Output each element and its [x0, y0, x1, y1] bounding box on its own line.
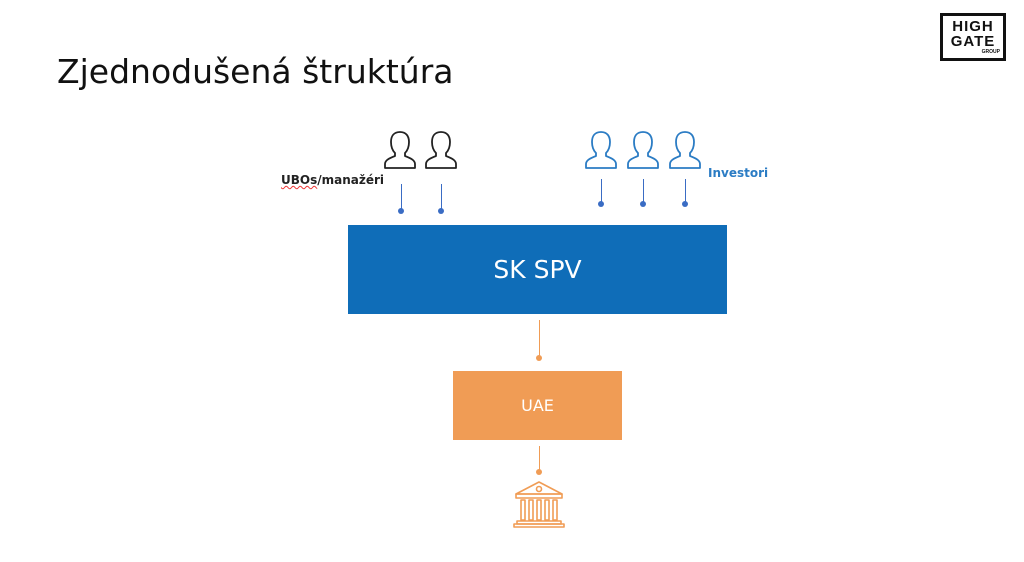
bank-building-icon [513, 481, 565, 528]
ubo-person-icon [383, 130, 417, 170]
connector-line [685, 179, 686, 203]
investors-label: Investori [708, 166, 769, 180]
connector-line [643, 179, 644, 203]
connector-dot [398, 208, 404, 214]
ubos-label-prefix: UBOs [281, 173, 318, 187]
sk-spv-box: SK SPV [348, 225, 727, 314]
sk-spv-label: SK SPV [493, 255, 582, 284]
uae-label: UAE [521, 396, 554, 415]
connector-line [601, 179, 602, 203]
connector-dot [598, 201, 604, 207]
connector-dot [640, 201, 646, 207]
connector-dot [438, 208, 444, 214]
connector-line [401, 184, 402, 210]
ubos-label-suffix: /manažéri [317, 173, 385, 187]
ubo-person-icon [424, 130, 458, 170]
connector-dot [682, 201, 688, 207]
connector-line [539, 320, 540, 358]
connector-line [539, 446, 540, 470]
investor-person-icon [626, 130, 660, 170]
connector-line [441, 184, 442, 210]
ubos-label: UBOs/manažéri [281, 173, 384, 187]
connector-dot [536, 355, 542, 361]
uae-box: UAE [453, 371, 622, 440]
page-title: Zjednodušená štruktúra [57, 52, 454, 91]
investor-person-icon [584, 130, 618, 170]
connector-dot [536, 469, 542, 475]
investor-person-icon [668, 130, 702, 170]
